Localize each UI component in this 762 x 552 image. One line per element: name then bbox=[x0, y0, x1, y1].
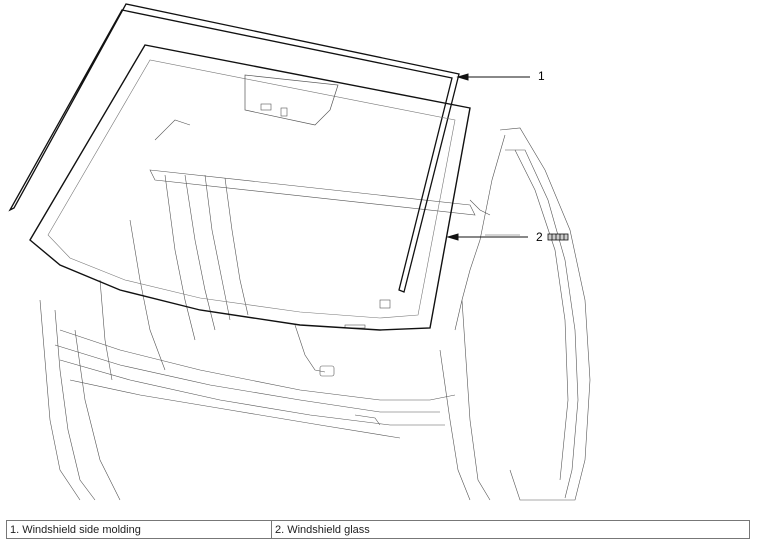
callout-1: 1 bbox=[538, 69, 545, 83]
legend-item-1: 1. Windshield side molding bbox=[6, 520, 272, 539]
windshield-side-molding bbox=[8, 3, 460, 293]
windshield-exploded-diagram bbox=[8, 3, 591, 501]
callout-2: 2 bbox=[536, 230, 543, 244]
fastener-clip-icon bbox=[547, 233, 569, 241]
leader-lines bbox=[446, 73, 530, 241]
legend-row: 1. Windshield side molding 2. Windshield… bbox=[6, 520, 750, 539]
vehicle-body-frame bbox=[39, 119, 591, 501]
legend-item-2: 2. Windshield glass bbox=[271, 520, 750, 539]
parts-legend-table: 1. Windshield side molding 2. Windshield… bbox=[6, 520, 750, 539]
windshield-glass bbox=[29, 44, 471, 331]
